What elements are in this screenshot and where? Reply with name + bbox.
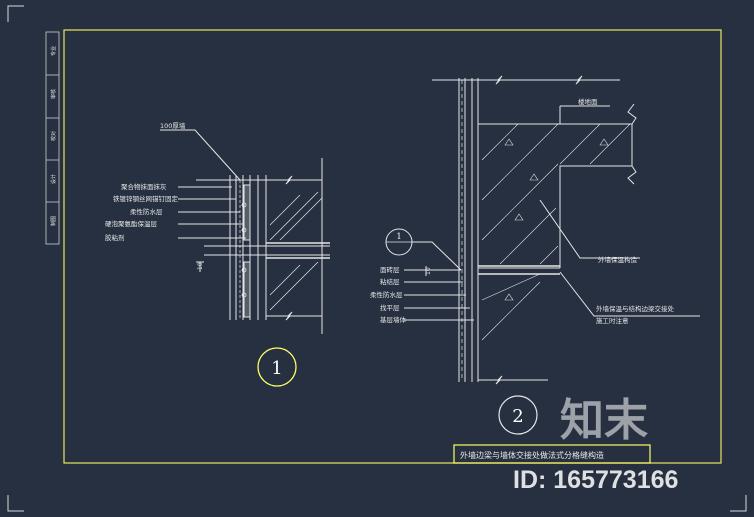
right-callout-2: 外墙保温与结构边梁交接处	[596, 304, 675, 313]
left-layer-label: 胶粘剂	[105, 233, 125, 242]
floor-label: 楼地面	[578, 97, 598, 106]
detail-tag-1: 1	[257, 347, 297, 387]
left-layer-label: 柔性防水层	[130, 207, 163, 216]
left-layer-label: 硬泡聚氨酯保温层	[105, 219, 158, 228]
detail-tag-2: 2	[498, 395, 538, 435]
title-block-cell: 校对	[50, 131, 57, 141]
left-layer-label: 铁镀锌钢丝网锚钉固定	[113, 194, 179, 203]
right-detail-labels: 楼地面 外墙保温构造 外墙保温与结构边梁交接处 施工时注意 面砖层 粘结层 柔性…	[370, 97, 675, 325]
right-layer-label: 基层墙体	[380, 315, 407, 324]
title-block-cell: 设计	[50, 174, 57, 184]
caption-box: 外墙边梁与墙体交接处做法式分格缝构造	[453, 444, 651, 464]
left-layer-label: 聚合物抹面抹灰	[121, 182, 167, 191]
right-dimension: 10	[425, 267, 432, 275]
title-block: 专业 审核 校对 设计 制图	[45, 31, 60, 245]
drawing-frame	[63, 29, 722, 464]
detail-tag-number: 2	[512, 406, 523, 427]
watermark: 知末 ID: 165773166	[513, 395, 678, 494]
right-layer-label: 柔性防水层	[370, 290, 403, 299]
title-block-cell: 审核	[50, 89, 57, 99]
corner-marks	[7, 5, 747, 512]
left-detail-labels: 100厚墙 聚合物抹面抹灰 铁镀锌钢丝网锚钉固定 柔性防水层 硬泡聚氨酯保温层 …	[105, 121, 204, 270]
left-detail	[160, 129, 330, 334]
right-callout-2b: 施工时注意	[596, 316, 629, 325]
title-block-cell: 专业	[50, 46, 57, 56]
right-layer-label: 找平层	[380, 303, 400, 312]
right-callout-1: 外墙保温构造	[598, 255, 638, 264]
section-ref-number: 1	[396, 232, 401, 241]
watermark-brand: 知末	[560, 395, 648, 446]
right-layer-label: 面砖层	[380, 265, 400, 274]
title-block-cell: 制图	[50, 216, 57, 226]
right-detail	[404, 75, 700, 385]
right-layer-label: 粘结层	[380, 277, 400, 286]
watermark-id: ID: 165773166	[513, 466, 678, 494]
drawing-caption: 外墙边梁与墙体交接处做法式分格缝构造	[460, 450, 604, 460]
left-dimension: 10	[197, 262, 204, 270]
detail-tag-number: 1	[271, 358, 282, 379]
section-ref-bubble: 1	[385, 228, 413, 256]
left-top-callout: 100厚墙	[160, 121, 186, 130]
